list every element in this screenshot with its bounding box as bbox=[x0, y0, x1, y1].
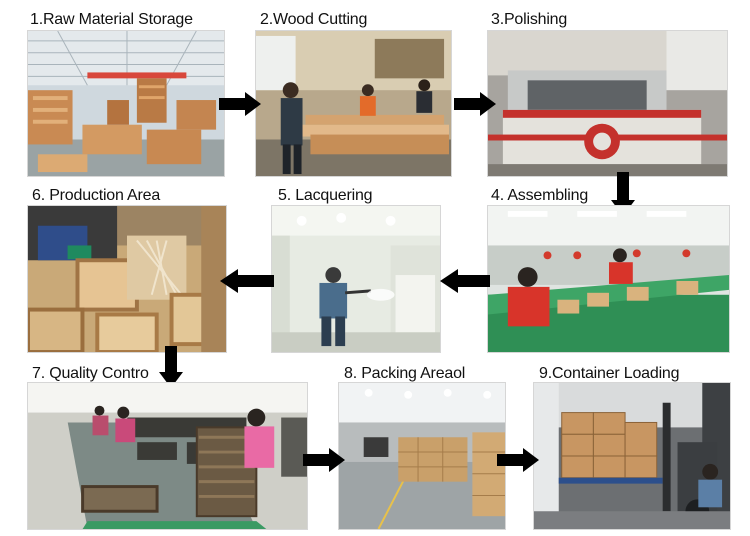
step-8-title: Packing Areaol bbox=[361, 365, 466, 382]
step-7-number: 7. bbox=[32, 365, 45, 382]
step-4-number: 4. bbox=[491, 187, 504, 204]
step-1-label: 1.Raw Material Storage bbox=[30, 12, 193, 28]
step-1-number: 1. bbox=[30, 11, 43, 28]
arrow-2-to-3 bbox=[454, 92, 496, 116]
quality-control-photo bbox=[27, 382, 308, 530]
container-loading-photo bbox=[533, 382, 731, 530]
packing-area-photo bbox=[338, 382, 506, 530]
arrow-4-to-5 bbox=[440, 269, 490, 293]
step-4-title: Assembling bbox=[507, 187, 589, 204]
step-9-label: 9.Container Loading bbox=[539, 365, 680, 382]
step-1-title: Raw Material Storage bbox=[42, 11, 193, 28]
step-8-label: 8. Packing Areaol bbox=[344, 366, 465, 382]
arrow-6-to-7 bbox=[159, 346, 183, 388]
step-6-number: 6. bbox=[32, 187, 45, 204]
arrow-7-to-8 bbox=[303, 448, 345, 472]
step-2-title: Wood Cutting bbox=[272, 11, 368, 28]
step-5-label: 5. Lacquering bbox=[278, 187, 373, 204]
arrow-8-to-9 bbox=[497, 448, 539, 472]
step-5-number: 5. bbox=[278, 187, 291, 204]
production-area-photo bbox=[27, 205, 227, 353]
lacquering-photo bbox=[271, 205, 441, 353]
assembling-photo bbox=[487, 205, 730, 353]
step-3-title: Polishing bbox=[503, 11, 568, 28]
step-7-label: 7. Quality Contro bbox=[32, 366, 149, 382]
wood-cutting-photo bbox=[255, 30, 452, 177]
step-8-number: 8. bbox=[344, 365, 357, 382]
arrow-1-to-2 bbox=[219, 92, 261, 116]
raw-material-storage-photo bbox=[27, 30, 225, 177]
step-2-number: 2. bbox=[260, 11, 273, 28]
step-9-title: Container Loading bbox=[551, 365, 680, 382]
step-9-number: 9. bbox=[539, 365, 552, 382]
step-3-label: 3.Polishing bbox=[491, 12, 567, 28]
step-6-label: 6. Production Area bbox=[32, 188, 160, 204]
step-6-title: Production Area bbox=[49, 187, 161, 204]
step-3-number: 3. bbox=[491, 11, 504, 28]
step-4-label: 4. Assembling bbox=[491, 188, 588, 204]
polishing-photo bbox=[487, 30, 728, 177]
step-7-title: Quality Contro bbox=[49, 365, 149, 382]
step-2-label: 2.Wood Cutting bbox=[260, 12, 367, 28]
arrow-5-to-6 bbox=[220, 269, 274, 293]
step-5-title: Lacquering bbox=[295, 187, 373, 204]
